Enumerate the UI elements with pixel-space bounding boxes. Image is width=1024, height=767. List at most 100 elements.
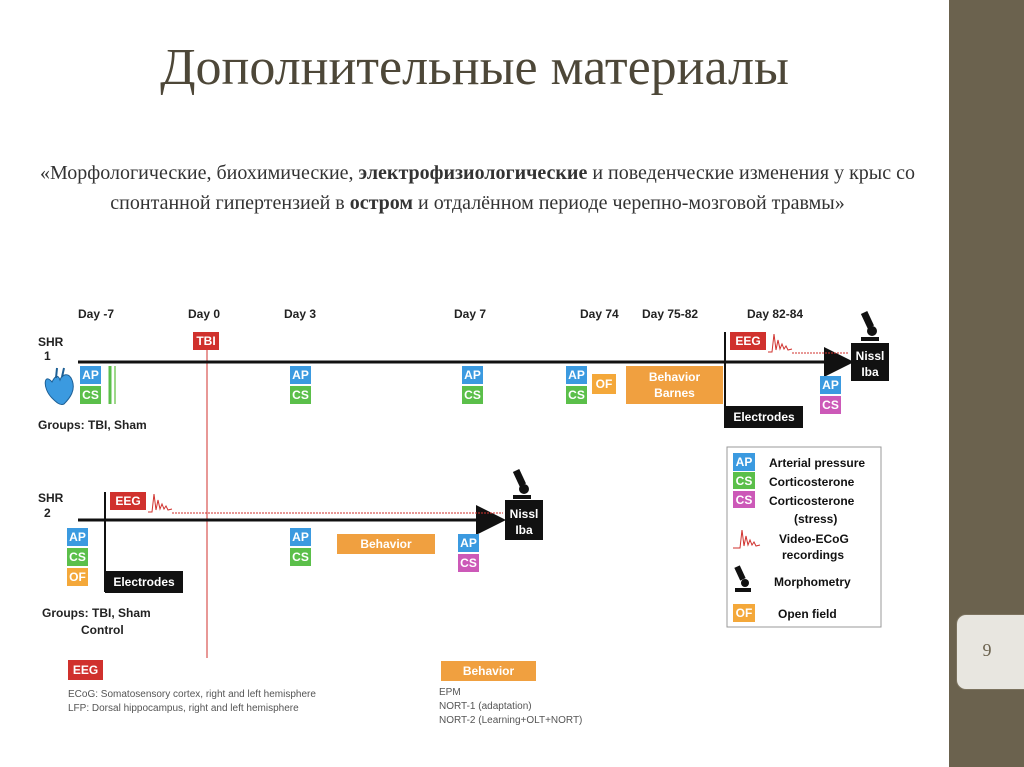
- legend-cs-stress-label: CS: [736, 493, 753, 507]
- shr1-tbi-badge: [193, 332, 219, 350]
- shr1-day74-ap-label: AP: [568, 368, 585, 382]
- microscope-icon: [734, 565, 751, 592]
- shr2-eeg-label: EEG: [115, 494, 140, 508]
- day-label: Day 74: [580, 307, 619, 321]
- microscope-icon: [860, 311, 879, 341]
- shr1-histology-box: [851, 343, 889, 381]
- legend-cs-badge: [733, 472, 755, 489]
- legend-cs-label: CS: [736, 474, 753, 488]
- shr2-control-label: Control: [81, 623, 124, 637]
- shr2-iba-label: Iba: [515, 523, 533, 537]
- shr1-cs-label: CS: [82, 388, 99, 402]
- shr1-day3-ap-label: AP: [292, 368, 309, 382]
- legend-of-badge: [733, 604, 755, 622]
- legend-morphometry-text: Morphometry: [774, 575, 851, 589]
- shr2-of-badge: [67, 568, 88, 586]
- page-number: 9: [982, 640, 992, 660]
- shr2-ap-label: AP: [69, 530, 86, 544]
- shr1-day74-cs-badge: [566, 386, 587, 404]
- legend-ap-text: Arterial pressure: [769, 456, 865, 470]
- shr1-day7-cs-badge: [462, 386, 483, 404]
- footnote-epm-text: EPM: [439, 687, 461, 698]
- subtitle-part-1: «Морфологические, биохимические,: [40, 162, 359, 184]
- shr1-day3-ap-badge: [290, 366, 311, 384]
- legend-of-label: OF: [736, 606, 753, 620]
- shr1-label: SHR: [38, 335, 64, 349]
- shr1-electrodes-box: [725, 406, 803, 428]
- shr1-ap-label: AP: [82, 368, 99, 382]
- shr1-eeg-label: EEG: [735, 334, 760, 348]
- ecog-trace-icon: [768, 333, 793, 353]
- slide-subtitle: «Морфологические, биохимические, электро…: [25, 158, 930, 218]
- shr2-electrodes-label: Electrodes: [113, 575, 175, 589]
- shr2-ap-badge: [67, 528, 88, 546]
- shr1-day3-cs-badge: [290, 386, 311, 404]
- shr2-final-ap-badge: [458, 534, 479, 552]
- shr1-barnes-label: Barnes: [654, 386, 695, 400]
- footnote-behavior-box: [441, 661, 536, 681]
- footnote-nort1-text: NORT-1 (adaptation): [439, 701, 532, 712]
- shr1-nissl-label: Nissl: [856, 349, 885, 363]
- legend-ecog-text: recordings: [782, 548, 844, 562]
- legend-cs-text: Corticosterone: [769, 475, 855, 489]
- shr2-label: 2: [44, 506, 51, 520]
- shr2-behavior-box: [337, 534, 435, 554]
- subtitle-bold-1: электрофизиологические: [358, 162, 588, 184]
- shr1-cs-badge: [80, 386, 101, 404]
- legend-ap-label: AP: [736, 455, 753, 469]
- shr2-day3-cs-badge: [290, 548, 311, 566]
- shr2-histology-box: [505, 500, 543, 540]
- day-label: Day -7: [78, 307, 114, 321]
- shr2-eeg-badge: [110, 492, 146, 510]
- shr1-day7-ap-badge: [462, 366, 483, 384]
- shr2-day3-cs-label: CS: [292, 550, 309, 564]
- legend-ecog-text: Video-ECoG: [779, 532, 849, 546]
- shr2-cs-badge: [67, 548, 88, 566]
- subtitle-bold-2: остром: [349, 192, 414, 214]
- heart-icon: [44, 367, 74, 405]
- shr2-nissl-label: Nissl: [510, 507, 539, 521]
- shr2-cs-label: CS: [69, 550, 86, 564]
- shr1-final-ap-label: AP: [822, 378, 839, 392]
- shr1-day74-ap-badge: [566, 366, 587, 384]
- legend-of-text: Open field: [778, 607, 837, 621]
- shr2-final-cs-label: CS: [460, 556, 477, 570]
- footnote-lfp-text: LFP: Dorsal hippocampus, right and left …: [68, 703, 299, 714]
- day-label: Day 75-82: [642, 307, 698, 321]
- shr2-label: SHR: [38, 491, 64, 505]
- legend-cs-stress-text: Corticosterone: [769, 494, 855, 508]
- subtitle-part-3: и отдалённом периоде черепно-мозговой тр…: [413, 192, 845, 214]
- page-number-frame: [956, 614, 1024, 690]
- microscope-icon: [512, 469, 531, 499]
- ecog-trace-icon: [733, 529, 761, 549]
- slide-title: Дополнительные материалы: [160, 39, 789, 96]
- subtitle-part-2: и поведенческие изменения у крыс со спон…: [110, 162, 915, 214]
- legend-cs-stress-text: (stress): [794, 512, 837, 526]
- legend-cs-stress-badge: [733, 491, 755, 508]
- footnote-behavior-label: Behavior: [463, 664, 515, 678]
- footnote-eeg-label: EEG: [73, 663, 98, 677]
- shr1-label: 1: [44, 349, 51, 363]
- shr1-final-cs-badge: [820, 396, 841, 414]
- day-label: Day 82-84: [747, 307, 803, 321]
- shr2-final-cs-badge: [458, 554, 479, 572]
- shr2-groups-label: Groups: TBI, Sham: [42, 606, 151, 620]
- shr1-final-cs-label: CS: [822, 398, 839, 412]
- shr2-final-ap-label: AP: [460, 536, 477, 550]
- shr1-day7-ap-label: AP: [464, 368, 481, 382]
- shr1-day7-cs-label: CS: [464, 388, 481, 402]
- footnote-ecog-text: ECoG: Somatosensory cortex, right and le…: [68, 689, 316, 700]
- shr2-electrodes-box: [105, 571, 183, 593]
- shr1-of-label: OF: [596, 377, 613, 391]
- ecog-trace-icon: [148, 493, 173, 513]
- shr1-of-badge: [592, 374, 616, 394]
- footnote-eeg-badge: [68, 660, 103, 680]
- legend-ap-badge: [733, 453, 755, 471]
- shr1-day74-cs-label: CS: [568, 388, 585, 402]
- day-label: Day 0: [188, 307, 220, 321]
- shr2-of-label: OF: [69, 570, 86, 584]
- shr2-day3-ap-badge: [290, 528, 311, 546]
- shr2-day3-ap-label: AP: [292, 530, 309, 544]
- shr1-electrodes-label: Electrodes: [733, 410, 795, 424]
- footnote-nort2-text: NORT-2 (Learning+OLT+NORT): [439, 715, 582, 726]
